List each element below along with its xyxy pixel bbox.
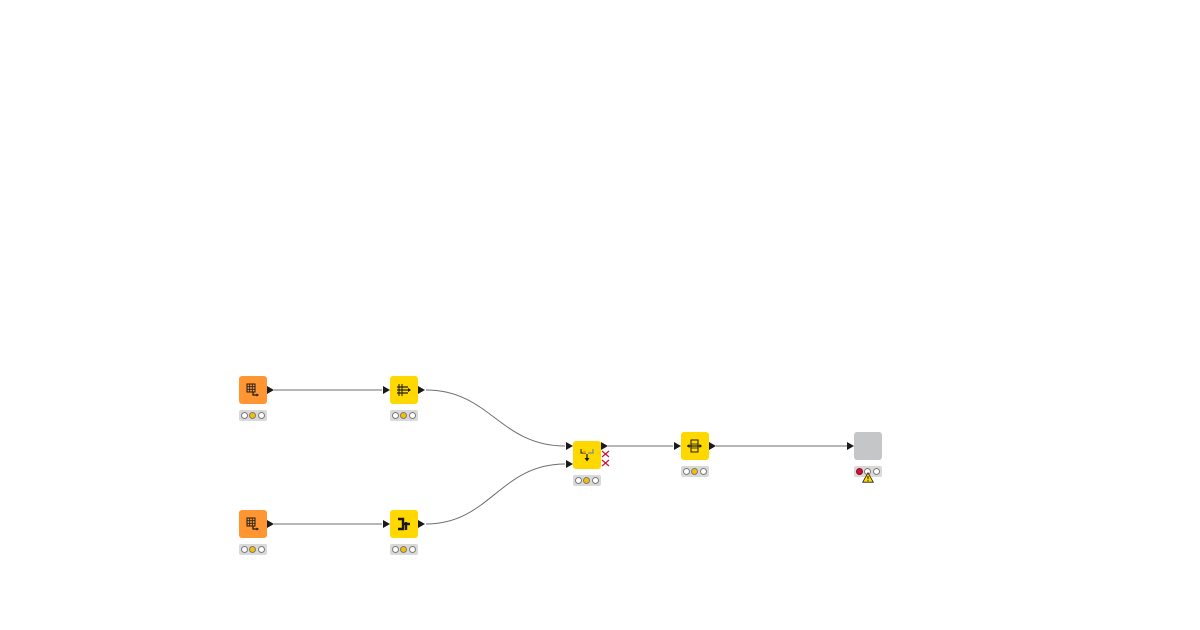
node-column-rename[interactable] — [383, 510, 425, 560]
node-table-creator-1[interactable] — [239, 376, 274, 426]
output-port[interactable] — [709, 442, 716, 450]
status-light-yellow — [583, 477, 591, 484]
node-body[interactable] — [239, 510, 267, 538]
node-body[interactable] — [854, 432, 882, 460]
table-arrow-icon — [246, 517, 259, 531]
status-light-yellow — [249, 412, 257, 419]
input-port-top[interactable] — [566, 442, 573, 450]
node-body[interactable] — [390, 376, 418, 404]
status-light-red — [391, 546, 399, 553]
node-missing[interactable] — [847, 432, 884, 483]
status-traffic-light — [681, 466, 709, 477]
column-rename-icon — [398, 517, 410, 531]
input-port[interactable] — [847, 442, 854, 450]
column-filter-icon — [397, 384, 411, 396]
status-traffic-light — [239, 544, 267, 555]
output-port[interactable] — [267, 520, 274, 528]
status-traffic-light — [390, 410, 418, 421]
input-port[interactable] — [674, 442, 681, 450]
status-light-red — [391, 412, 399, 419]
status-light-red — [240, 412, 248, 419]
output-port[interactable] — [267, 386, 274, 394]
output-port[interactable] — [418, 386, 425, 394]
status-light-green — [258, 412, 266, 419]
status-traffic-light — [573, 475, 601, 486]
status-light-yellow — [400, 546, 408, 553]
node-body[interactable] — [239, 376, 267, 404]
output-port[interactable] — [601, 442, 608, 450]
status-light-green — [873, 468, 881, 475]
status-light-green — [258, 546, 266, 553]
node-row-filter[interactable] — [674, 432, 716, 482]
table-arrow-icon — [246, 383, 259, 397]
node-column-filter[interactable] — [383, 376, 425, 426]
node-body[interactable] — [390, 510, 418, 538]
connection-4-5[interactable] — [425, 463, 566, 525]
row-filter-icon — [687, 439, 702, 453]
status-light-red — [855, 468, 863, 475]
status-light-yellow — [400, 412, 408, 419]
warning-icon[interactable] — [862, 472, 874, 483]
joiner-icon — [580, 449, 594, 462]
inactive-output-icon — [601, 450, 610, 467]
status-light-green — [592, 477, 600, 484]
status-light-red — [682, 468, 690, 475]
status-light-red — [240, 546, 248, 553]
status-traffic-light — [390, 544, 418, 555]
input-port[interactable] — [383, 520, 390, 528]
node-body[interactable] — [573, 441, 601, 469]
node-joiner[interactable] — [566, 441, 610, 491]
status-traffic-light — [239, 410, 267, 421]
input-port[interactable] — [383, 386, 390, 394]
status-light-green — [409, 546, 417, 553]
status-light-red — [574, 477, 582, 484]
status-light-green — [409, 412, 417, 419]
node-body[interactable] — [681, 432, 709, 460]
output-port[interactable] — [418, 520, 425, 528]
status-traffic-light — [854, 466, 882, 477]
input-port-bottom[interactable] — [566, 460, 573, 468]
status-light-green — [700, 468, 708, 475]
node-table-creator-2[interactable] — [239, 510, 274, 560]
connection-2-5[interactable] — [425, 389, 566, 447]
status-light-yellow — [249, 546, 257, 553]
status-light-yellow — [691, 468, 699, 475]
